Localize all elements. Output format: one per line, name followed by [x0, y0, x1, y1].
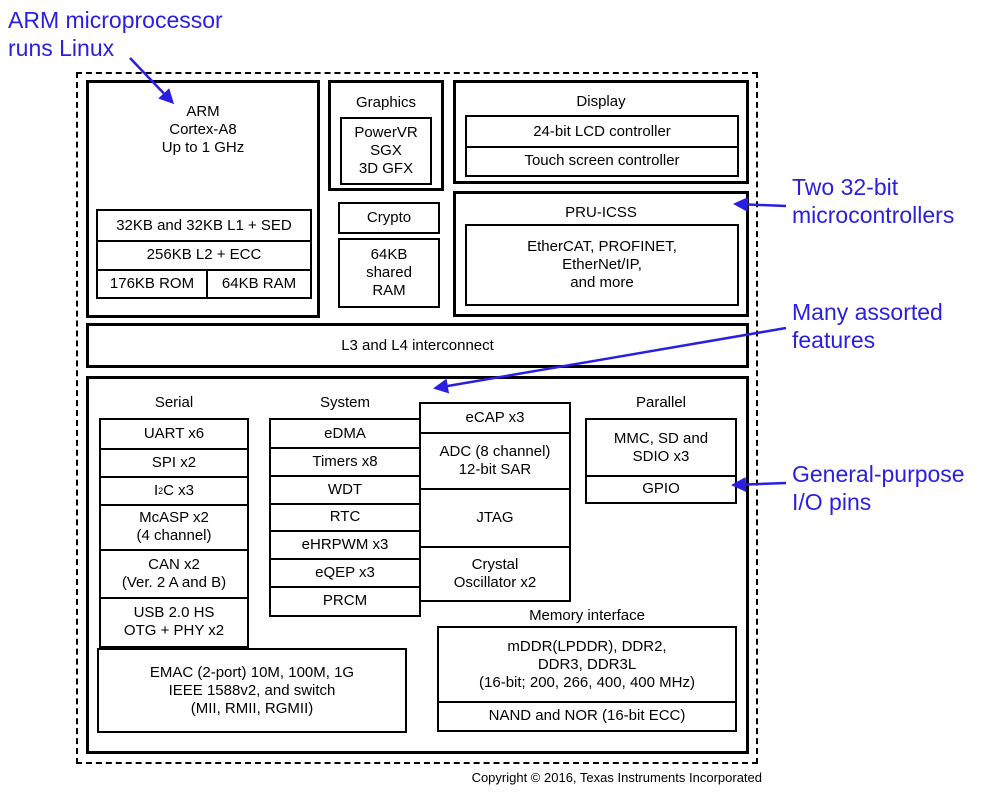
pru-protocols: EtherCAT, PROFINET, EtherNet/IP, and mor… — [465, 224, 739, 306]
pru-protocols-label: EtherCAT, PROFINET, EtherNet/IP, and mor… — [527, 238, 677, 291]
display-controllers: 24-bit LCD controller Touch screen contr… — [465, 115, 739, 177]
can: CAN x2 (Ver. 2 A and B) — [121, 555, 227, 591]
graphics-core-label: PowerVR SGX 3D GFX — [354, 124, 418, 177]
parallel-title: Parallel — [635, 394, 687, 411]
ecap: eCAP x3 — [465, 409, 525, 426]
pru-icss-block: PRU-ICSS EtherCAT, PROFINET, EtherNet/IP… — [453, 191, 749, 317]
adc: ADC (8 channel) 12-bit SAR — [439, 442, 551, 478]
ddr-interface: mDDR(LPDDR), DDR2, DDR3, DDR3L (16-bit; … — [479, 637, 695, 691]
system-item-rtc: RTC — [329, 508, 361, 526]
display-title: Display — [576, 93, 626, 110]
touch-controller: Touch screen controller — [524, 152, 680, 169]
nand-nor: NAND and NOR (16-bit ECC) — [488, 707, 686, 724]
gpio: GPIO — [642, 480, 680, 497]
copyright: Copyright © 2016, Texas Instruments Inco… — [471, 770, 762, 785]
spi: SPI x2 — [151, 453, 197, 471]
parallel-stack: MMC, SD and SDIO x3 GPIO — [585, 418, 737, 504]
crypto-block: Crypto — [338, 202, 440, 234]
crystal-oscillator: Crystal Oscillator x2 — [453, 555, 537, 591]
emac-block: EMAC (2-port) 10M, 100M, 1G IEEE 1588v2,… — [97, 648, 407, 733]
annotation-features: Many assorted features — [792, 299, 943, 353]
system-item-edma: eDMA — [324, 424, 366, 442]
l2-cache: 256KB L2 + ECC — [146, 246, 262, 263]
serial-title: Serial — [154, 394, 194, 411]
shared-ram-block: 64KB shared RAM — [338, 238, 440, 308]
memory-stack: mDDR(LPDDR), DDR2, DDR3, DDR3L (16-bit; … — [437, 626, 737, 732]
annotation-arm: ARM microprocessor runs Linux — [8, 7, 223, 61]
graphics-core: PowerVR SGX 3D GFX — [340, 117, 432, 185]
interconnect-block: L3 and L4 interconnect — [86, 323, 749, 368]
cpu-title: ARM Cortex-A8 Up to 1 GHz — [161, 103, 245, 156]
interconnect-label: L3 and L4 interconnect — [341, 336, 494, 354]
i2c-prefix: I — [153, 481, 159, 499]
system-right-stack: eCAP x3 ADC (8 channel) 12-bit SAR JTAG … — [419, 402, 571, 602]
mmc-sd: MMC, SD and SDIO x3 — [613, 429, 709, 465]
usb: USB 2.0 HS OTG + PHY x2 — [123, 604, 225, 639]
i2c-suffix: C x3 — [163, 481, 195, 499]
shared-ram-label: 64KB shared RAM — [366, 246, 412, 299]
system-item-prcm: PRCM — [322, 592, 368, 610]
system-title: System — [319, 394, 370, 411]
cpu-memory-group: 32KB and 32KB L1 + SED 256KB L2 + ECC 17… — [96, 209, 312, 299]
system-item-eqep-x3: eQEP x3 — [315, 564, 375, 582]
jtag: JTAG — [476, 508, 514, 526]
l1-cache: 32KB and 32KB L1 + SED — [116, 216, 292, 234]
cpu-block: ARM Cortex-A8 Up to 1 GHz 32KB and 32KB … — [86, 80, 320, 318]
system-item-wdt: WDT — [327, 480, 363, 498]
arrow-features — [433, 326, 787, 394]
pru-title: PRU-ICSS — [565, 204, 637, 221]
annotation-pru: Two 32-bit microcontrollers — [792, 174, 955, 228]
system-item-ehrpwm-x3: eHRPWM x3 — [301, 536, 389, 554]
arrow-pru — [733, 196, 787, 212]
rom: 176KB ROM — [109, 274, 195, 292]
chip-boundary — [76, 72, 758, 764]
memory-title: Memory interface — [529, 607, 645, 624]
graphics-title: Graphics — [355, 94, 417, 111]
arrow-arm — [129, 57, 175, 105]
ram: 64KB RAM — [221, 274, 297, 292]
crypto-label: Crypto — [366, 209, 412, 226]
system-left-stack: eDMA Timers x8 WDT RTC eHRPWM x3 eQEP x3 PRCM — [269, 418, 421, 617]
uart: UART x6 — [143, 425, 205, 442]
display-block: Display 24-bit LCD controller Touch scre… — [453, 80, 749, 184]
graphics-block: Graphics PowerVR SGX 3D GFX — [328, 80, 444, 191]
annotation-gpio: General-purpose I/O pins — [792, 461, 965, 515]
mcasp: McASP x2 (4 channel) — [136, 509, 212, 544]
system-item-timers-x8: Timers x8 — [312, 452, 378, 470]
arrow-gpio — [731, 477, 787, 493]
emac-label: EMAC (2-port) 10M, 100M, 1G IEEE 1588v2,… — [149, 663, 355, 717]
lcd-controller: 24-bit LCD controller — [533, 122, 671, 140]
